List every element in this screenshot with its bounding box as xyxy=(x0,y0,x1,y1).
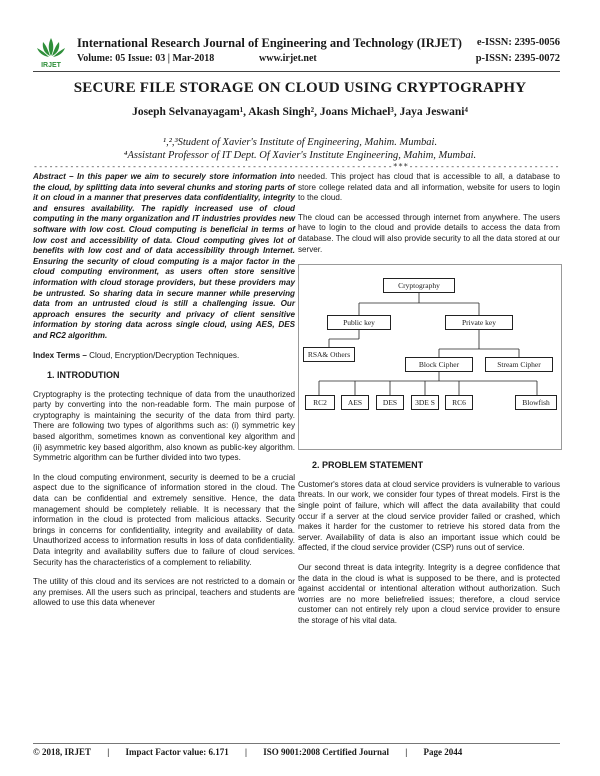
node-block-cipher: Block Cipher xyxy=(405,357,473,373)
irjet-logo: IRJET xyxy=(33,34,69,70)
left-column: Abstract – In this paper we aim to secur… xyxy=(33,172,295,618)
diagram-connectors xyxy=(318,292,538,396)
paper-title: SECURE FILE STORAGE ON CLOUD USING CRYPT… xyxy=(73,80,527,96)
node-public-key: Public key xyxy=(327,315,391,331)
footer-divider: | xyxy=(405,747,408,757)
index-terms: Index Terms – Cloud, Encryption/Decrypti… xyxy=(33,351,295,362)
section-heading-problem-statement: 2. PROBLEM STATEMENT xyxy=(312,460,424,471)
abstract-label: Abstract xyxy=(33,172,66,181)
section-separator: ----------------------------------------… xyxy=(33,162,560,171)
intro-paragraph-2: In the cloud computing environment, secu… xyxy=(33,472,295,567)
cryptography-diagram: Cryptography Public key Private key RSA&… xyxy=(298,264,562,451)
node-rsa-others: RSA& Others xyxy=(303,347,355,363)
affiliation-students: ¹,²,³Student of Xavier's Institute of En… xyxy=(162,137,438,148)
affiliation-professor: ⁴Assistant Professor of IT Dept. Of Xavi… xyxy=(123,150,477,161)
right-column: needed. This project has cloud that is a… xyxy=(298,172,562,635)
abstract-text: – In this paper we aim to securely store… xyxy=(33,172,295,340)
footer-impact-factor: Impact Factor value: 6.171 xyxy=(125,747,229,757)
problem-paragraph-1: Customer's stores data at cloud service … xyxy=(298,479,561,553)
abstract: Abstract – In this paper we aim to secur… xyxy=(33,172,295,342)
node-stream-cipher: Stream Cipher xyxy=(485,357,553,373)
problem-paragraph-2: Our second threat is data integrity. Int… xyxy=(298,562,560,625)
header-rule xyxy=(33,71,560,72)
journal-header: IRJET International Research Journal of … xyxy=(33,34,560,70)
svg-text:IRJET: IRJET xyxy=(41,62,62,69)
node-des: DES xyxy=(376,395,404,411)
journal-title: International Research Journal of Engine… xyxy=(77,36,462,50)
index-terms-label: Index Terms – xyxy=(33,350,87,360)
node-blowfish: Blowfish xyxy=(515,395,557,411)
footer-copyright: © 2018, IRJET xyxy=(33,747,91,757)
section-heading-introduction: 1. INTRODUTION xyxy=(47,370,120,381)
node-rc2: RC2 xyxy=(305,395,335,411)
node-aes: AES xyxy=(341,395,369,411)
footer-divider: | xyxy=(107,747,110,757)
right-paragraph-2: The cloud can be accessed through intern… xyxy=(298,212,560,254)
footer-page-number: Page 2044 xyxy=(423,747,463,757)
author-list: Joseph Selvanayagam¹, Akash Singh², Joan… xyxy=(132,106,468,118)
node-cryptography: Cryptography xyxy=(383,278,455,294)
index-terms-text: Cloud, Encryption/Decryption Techniques. xyxy=(86,350,240,360)
node-3des: 3DE S xyxy=(411,395,439,411)
right-paragraph-1: needed. This project has cloud that is a… xyxy=(298,172,560,203)
footer-rule xyxy=(33,743,560,744)
volume-issue: Volume: 05 Issue: 03 | Mar-2018 xyxy=(77,53,215,64)
e-issn: e-ISSN: 2395-0056 xyxy=(476,37,560,48)
intro-paragraph-3: The utility of this cloud and its servic… xyxy=(33,577,295,608)
node-rc6: RC6 xyxy=(445,395,473,411)
footer-iso: ISO 9001:2008 Certified Journal xyxy=(263,747,390,757)
p-issn: p-ISSN: 2395-0072 xyxy=(475,53,560,64)
journal-website[interactable]: www.irjet.net xyxy=(259,53,317,64)
node-private-key: Private key xyxy=(445,315,513,331)
page-footer: © 2018, IRJET | Impact Factor value: 6.1… xyxy=(33,747,462,757)
footer-divider: | xyxy=(245,747,248,757)
intro-paragraph-1: Cryptography is the protecting technique… xyxy=(33,389,295,463)
